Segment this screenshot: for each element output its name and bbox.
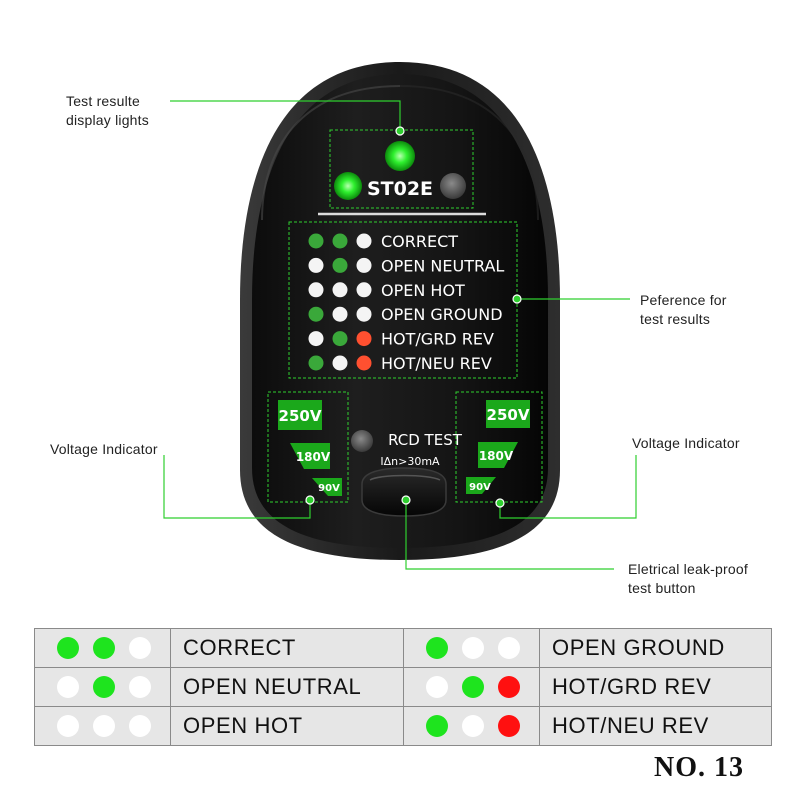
led-dot-white: [498, 637, 520, 659]
power-led: [385, 141, 415, 171]
page-number: NO. 13: [654, 752, 744, 783]
status-led-white: [356, 233, 372, 249]
status-led-green: [308, 233, 324, 249]
rcd-sublabel: IΔn>30mA: [380, 455, 440, 468]
led-dot-white: [57, 676, 79, 698]
status-row: HOT/NEU REV: [308, 354, 492, 373]
voltage-right-180: 180V: [479, 449, 514, 463]
tester-body: [240, 62, 560, 560]
table-led-cell: [403, 628, 540, 668]
table-label: OPEN GROUND: [539, 628, 772, 668]
status-led-green: [308, 355, 324, 371]
status-led-left: [334, 172, 362, 200]
table-led-cell: [34, 628, 171, 668]
table-row: CORRECT OPEN GROUND: [34, 628, 772, 668]
status-led-white: [356, 306, 372, 322]
status-label: HOT/NEU REV: [381, 354, 492, 373]
status-led-green: [332, 257, 348, 273]
callout-test-button: Eletrical leak-proof test button: [628, 561, 748, 596]
status-label: HOT/GRD REV: [381, 330, 494, 349]
status-label: OPEN NEUTRAL: [381, 256, 504, 275]
led-dot-white: [462, 637, 484, 659]
voltage-left-180: 180V: [296, 450, 331, 464]
led-dot-red: [498, 715, 520, 737]
voltage-indicator-left: 250V 180V 90V: [278, 400, 342, 496]
status-row: OPEN GROUND: [308, 305, 503, 324]
status-label: CORRECT: [381, 232, 458, 251]
status-led-red: [356, 355, 372, 371]
status-label: OPEN GROUND: [381, 305, 503, 324]
status-led-right: [440, 173, 466, 199]
table-label: OPEN HOT: [170, 706, 404, 746]
led-dot-red: [498, 676, 520, 698]
led-dot-green: [57, 637, 79, 659]
status-led-green: [332, 331, 348, 347]
rcd-label: RCD TEST: [388, 431, 463, 449]
status-legend: CORRECT OPEN NEUTRAL OPEN HOT OPEN GROUND HO…: [308, 232, 504, 373]
callout-endpoints: [305, 126, 522, 508]
status-led-white: [308, 282, 324, 298]
status-row: HOT/GRD REV: [308, 330, 494, 349]
status-led-green: [332, 233, 348, 249]
model-label: ST02E: [367, 178, 433, 200]
table-label: HOT/NEU REV: [539, 706, 772, 746]
led-dot-white: [426, 676, 448, 698]
status-led-white: [332, 306, 348, 322]
led-dot-green: [426, 637, 448, 659]
led-dot-white: [129, 715, 151, 737]
voltage-indicator-right: 250V 180V 90V: [466, 400, 530, 494]
led-dot-green: [426, 715, 448, 737]
callout-reference: Peference for test results: [640, 292, 727, 327]
status-led-white: [356, 257, 372, 273]
voltage-right-250: 250V: [487, 406, 530, 424]
status-led-white: [308, 257, 324, 273]
voltage-right-frame: [455, 391, 543, 503]
status-led-red: [356, 331, 372, 347]
callout-voltage-left: Voltage Indicator: [50, 441, 158, 457]
led-dot-green: [93, 676, 115, 698]
status-led-white: [308, 331, 324, 347]
voltage-right-90: 90V: [469, 482, 491, 493]
status-row: CORRECT: [308, 232, 458, 251]
led-dot-white: [93, 715, 115, 737]
status-led-white: [332, 282, 348, 298]
table-led-cell: [403, 667, 540, 707]
table-label: HOT/GRD REV: [539, 667, 772, 707]
status-row: OPEN NEUTRAL: [308, 256, 504, 275]
led-dot-green: [93, 637, 115, 659]
status-led-green: [308, 306, 324, 322]
status-row: OPEN HOT: [308, 281, 465, 300]
status-led-white: [356, 282, 372, 298]
leak-test-button[interactable]: [361, 467, 447, 517]
status-label: OPEN HOT: [381, 281, 465, 300]
reference-table: CORRECT OPEN GROUND OPEN NEUTRAL HOT/GRD RE…: [34, 628, 772, 746]
led-dot-white: [57, 715, 79, 737]
table-led-cell: [403, 706, 540, 746]
table-label: CORRECT: [170, 628, 404, 668]
callout-voltage-right: Voltage Indicator: [632, 435, 740, 451]
led-dot-white: [129, 676, 151, 698]
rcd-led: [351, 430, 373, 452]
table-row: OPEN NEUTRAL HOT/GRD REV: [34, 667, 772, 707]
voltage-left-90: 90V: [318, 483, 340, 494]
table-led-cell: [34, 667, 171, 707]
table-led-cell: [34, 706, 171, 746]
status-led-white: [332, 355, 348, 371]
callout-lines: [163, 100, 637, 570]
led-dot-white: [129, 637, 151, 659]
led-dot-green: [462, 676, 484, 698]
callout-display-lights: Test resulte display lights: [66, 93, 149, 128]
voltage-left-250: 250V: [279, 407, 322, 425]
table-row: OPEN HOT HOT/NEU REV: [34, 706, 772, 746]
table-label: OPEN NEUTRAL: [170, 667, 404, 707]
led-dot-white: [462, 715, 484, 737]
